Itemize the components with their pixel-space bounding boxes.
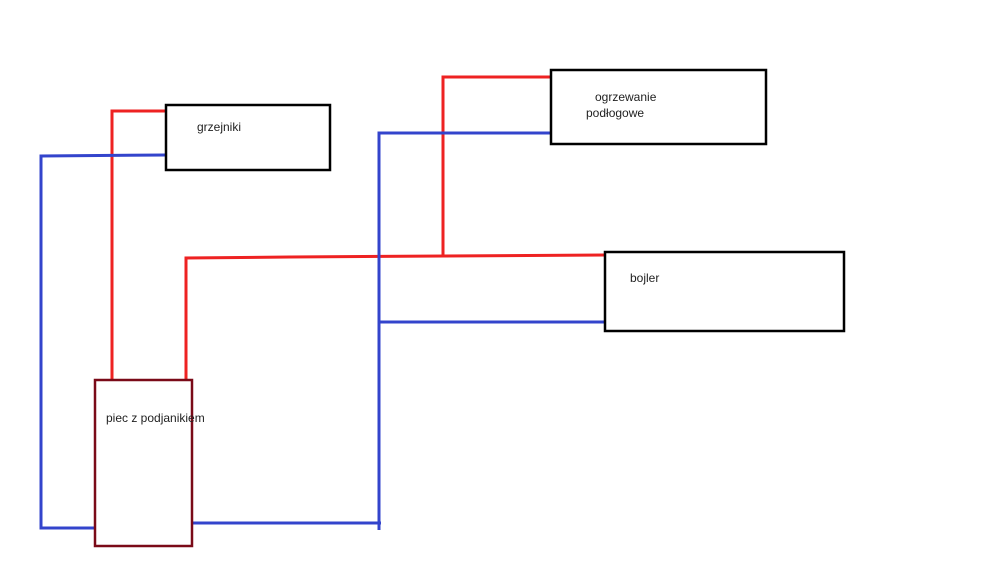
return-pipe-floor (377, 131, 551, 530)
furnace-label: piec z podjanikiem (106, 411, 205, 425)
supply-pipe-radiators (110, 109, 166, 381)
floor-heating-box (549, 68, 768, 146)
floor-heating-label-line1: ogrzewanie (595, 90, 657, 104)
supply-pipe-floor (441, 75, 551, 256)
return-pipe-radiators (39, 153, 167, 530)
boiler-box (603, 250, 846, 333)
radiators-label: grzejniki (197, 120, 241, 134)
return-pipes (39, 131, 605, 530)
radiators-box (164, 103, 332, 172)
boiler-label: bojler (630, 271, 659, 285)
supply-pipe-main (184, 253, 606, 381)
furnace-box (93, 378, 194, 548)
supply-pipes (110, 75, 606, 381)
floor-heating-label-line2: podłogowe (586, 106, 644, 120)
